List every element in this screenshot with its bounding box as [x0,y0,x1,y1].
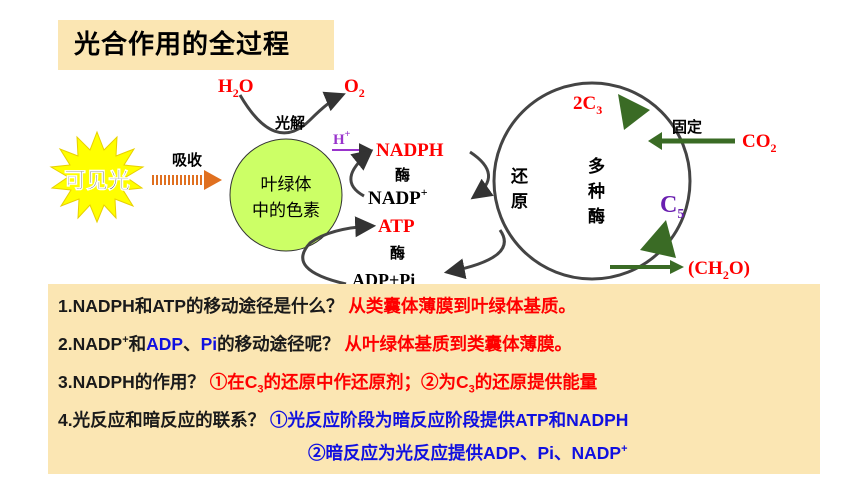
answer-4-part-1: ①光反应阶段为暗反应阶段提供ATP和NADPH [269,410,629,430]
c5-label: C5 [660,192,684,222]
atp-label: ATP [378,216,415,237]
reduction-label-2: 原 [511,192,528,212]
fixation-label: 固定 [672,118,702,136]
question-4: 4.光反应和暗反应的联系？ [58,410,266,430]
question-2: 2.NADP+和ADP、Pi的移动途径呢？ [58,334,340,354]
light-starburst-icon [49,130,145,224]
enzymes-label-2: 种 [587,181,605,202]
enzymes-label-3: 酶 [588,206,605,227]
pigment-label-line2: 中的色素 [252,201,320,221]
qa-row-2: 2.NADP+和ADP、Pi的移动途径呢？ 从叶绿体基质到类囊体薄膜。 [58,331,572,356]
answer-1: 从类囊体薄膜到叶绿体基质。 [348,296,576,316]
question-3: 3.NADPH的作用？ [58,372,205,392]
calvin-cycle-arrowhead-top [618,94,650,130]
atp-cycle-arrow [301,216,377,286]
photosynthesis-diagram: 可见光 吸收 叶绿体 中的色素 H2O O2 光解 H+ NADPH 酶 NAD… [49,76,777,290]
reduction-label-1: 还 [510,167,529,187]
qa-row-4b: ②暗反应为光反应提供ADP、Pi、NADP+ [308,440,628,465]
qa-row-3: 3.NADPH的作用？ ①在C3的还原中作还原剂；②为C3的还原提供能量 [58,369,597,396]
adp-return-arrow [443,229,506,280]
absorb-arrow [152,170,222,190]
o2-label: O2 [344,76,365,100]
co2-fixation-arrow [648,132,735,150]
h-plus-label: H+ [333,129,351,148]
visible-light-label: 可见光 [64,169,130,194]
photolysis-label: 光解 [274,114,305,132]
answer-3: ①在C3的还原中作还原剂；②为C3的还原提供能量 [209,372,598,396]
qa-row-1: 1.NADPH和ATP的移动途径是什么？ 从类囊体薄膜到叶绿体基质。 [58,293,576,318]
answer-2: 从叶绿体基质到类囊体薄膜。 [344,334,573,354]
answer-4-part-2: ②暗反应为光反应提供ADP、Pi、NADP+ [308,443,628,463]
c3-label: 2C3 [573,93,602,117]
enzymes-label-1: 多 [588,156,605,177]
co2-label: CO2 [742,131,777,155]
calvin-cycle-arrowhead-bottom [640,220,676,258]
ch2o-label: (CH2O) [688,258,750,282]
pigment-label-line1: 叶绿体 [261,175,312,195]
ch2o-output-arrow [610,260,684,274]
qa-panel [48,284,820,474]
nadph-label: NADPH [376,140,444,161]
pigment-circle [229,138,343,252]
calvin-cycle-circle [492,81,692,281]
nadp-to-nadph-arrow [349,149,374,198]
nadph-to-reduction-arrow [469,150,494,200]
page-title: 光合作用的全过程 [74,30,291,60]
nadph-enzyme-label: 酶 [395,166,410,184]
photolysis-arc [238,91,346,135]
h2o-label: H2O [218,76,254,100]
title-background [58,20,334,70]
qa-row-4: 4.光反应和暗反应的联系？ ①光反应阶段为暗反应阶段提供ATP和NADPH [58,407,628,432]
absorb-label: 吸收 [172,151,202,169]
question-1: 1.NADPH和ATP的移动途径是什么？ [58,296,344,316]
nadp-label: NADP+ [368,185,428,209]
atp-enzyme-label: 酶 [390,244,405,262]
